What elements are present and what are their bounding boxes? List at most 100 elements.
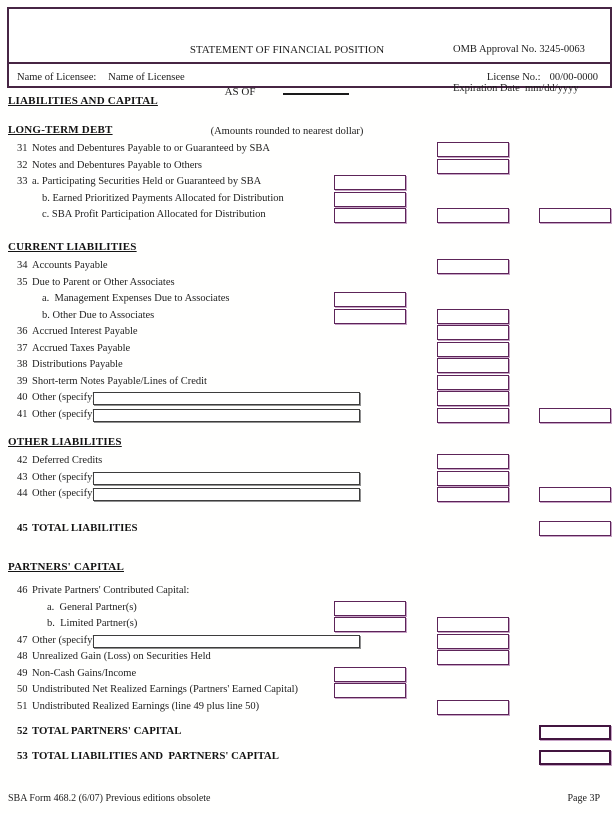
amount-box-col2-line-41[interactable]	[437, 407, 509, 423]
amount-box-col1[interactable]	[334, 191, 406, 207]
line-number: 41	[17, 408, 28, 420]
header-divider	[7, 62, 612, 64]
amount-box-col2-line-34[interactable]	[437, 259, 509, 274]
line-item-label: Due to Parent or Other Associates	[32, 276, 175, 288]
line-item-label: Accrued Taxes Payable	[32, 342, 131, 354]
amount-box-col1-line-33[interactable]	[334, 175, 406, 190]
form-title: STATEMENT OF FINANCIAL POSITION	[189, 44, 385, 56]
other-specify-input[interactable]	[93, 488, 360, 501]
line-item-row-35: 35 Due to Parent or Other Associates	[0, 276, 614, 292]
line-number: 42	[17, 455, 28, 466]
amount-box-col2-line-51[interactable]	[437, 699, 509, 715]
section-heading: LIABILITIES AND CAPITAL	[8, 95, 158, 107]
line-item-label: Other (specify)	[32, 392, 96, 403]
amount-box-col3-line-52[interactable]	[539, 725, 611, 740]
line-number: 39	[17, 375, 28, 387]
amounts-note: (Amounts rounded to nearest dollar)	[210, 126, 364, 137]
line-item-label: TOTAL PARTNERS' CAPITAL	[32, 725, 182, 737]
amount-box-col1[interactable]	[334, 208, 406, 223]
amount-box-col1-line-49[interactable]	[334, 666, 406, 682]
line-item-label: Other (specify)	[32, 488, 96, 499]
amount-box-col1-line-50[interactable]	[334, 683, 406, 698]
amount-box-col2-line-39[interactable]	[437, 374, 509, 390]
name-of-licensee-label: Name of Licensee:	[17, 71, 97, 83]
amount-box-col3-line-41[interactable]	[539, 407, 611, 423]
other-specify-input[interactable]	[93, 471, 360, 485]
expiration-date-text: Expiration Date mm/dd/yyyy	[453, 83, 579, 94]
line-item-label: c. SBA Profit Participation Allocated fo…	[42, 209, 266, 220]
amount-box-col2[interactable]	[437, 308, 509, 324]
amount-box-col2-line-48[interactable]	[437, 650, 509, 665]
line-item-label: b. Other Due to Associates	[42, 309, 155, 321]
line-number: 45	[17, 522, 28, 534]
as-of-line: AS OF	[167, 83, 407, 99]
line-number: 44	[17, 488, 28, 499]
amount-box-col2-line-36[interactable]	[437, 325, 509, 340]
amount-box-col1[interactable]	[334, 617, 406, 632]
page-number: Page 3P	[567, 793, 601, 804]
amount-box-col2-line-44[interactable]	[437, 487, 509, 502]
omb-block: OMB Approval No. 3245-0063 Expiration Da…	[453, 17, 585, 121]
line-item-label: b. Limited Partner(s)	[47, 618, 138, 629]
as-of-label: AS OF	[224, 86, 256, 98]
amount-box-col1[interactable]	[334, 308, 406, 324]
amount-box-col3[interactable]	[539, 208, 611, 223]
amount-box-col2[interactable]	[437, 208, 509, 223]
other-specify-input[interactable]	[93, 634, 360, 648]
line-item-row-44: 44 Other (specify)	[0, 487, 614, 503]
line-item-row: c. SBA Profit Participation Allocated fo…	[0, 208, 614, 224]
line-number: 51	[17, 700, 28, 712]
line-item-label: Short-term Notes Payable/Lines of Credit	[32, 375, 207, 387]
amount-box-col2-line-38[interactable]	[437, 358, 509, 373]
amount-box-col2-line-40[interactable]	[437, 391, 509, 406]
amount-box-col2-line-37[interactable]	[437, 341, 509, 357]
amount-box-col2-line-43[interactable]	[437, 470, 509, 486]
line-item-label: Other (specify)	[32, 471, 96, 483]
line-number: 33	[17, 176, 28, 187]
line-item-label: TOTAL LIABILITIES AND PARTNERS' CAPITAL	[32, 750, 279, 762]
line-number: 43	[17, 471, 28, 483]
amount-box-col3-line-44[interactable]	[539, 487, 611, 502]
name-of-licensee-value[interactable]: Name of Licensee	[108, 71, 185, 83]
line-number: 49	[17, 667, 28, 679]
line-number: 31	[17, 143, 28, 154]
line-number: 35	[17, 276, 28, 288]
form-number-text: SBA Form 468.2 (6/07) Previous editions …	[8, 793, 211, 804]
other-specify-input[interactable]	[93, 392, 360, 405]
line-item-label: Unrealized Gain (Loss) on Securities Hel…	[32, 651, 211, 662]
form-footer: SBA Form 468.2 (6/07) Previous editions …	[0, 793, 614, 804]
line-item-label: Other (specify)	[32, 634, 96, 646]
amount-box-col2[interactable]	[437, 617, 509, 632]
line-item-label: Undistributed Realized Earnings (line 49…	[32, 700, 260, 712]
amount-box-col2-line-31[interactable]	[437, 142, 509, 157]
amount-box-col2-line-32[interactable]	[437, 158, 509, 174]
license-no-value[interactable]: 00/00-0000	[549, 71, 598, 83]
line-item-label: TOTAL LIABILITIES	[32, 522, 138, 534]
line-item-row: b. Earned Prioritized Payments Allocated…	[0, 191, 614, 208]
line-item-label: Other (specify)	[32, 408, 96, 420]
section-heading: CURRENT LIABILITIES	[8, 241, 137, 253]
amount-box-col3-line-53[interactable]	[539, 750, 611, 765]
amount-box-col2-line-47[interactable]	[437, 633, 509, 649]
as-of-blank-line[interactable]	[283, 83, 350, 95]
amount-box-col2-line-42[interactable]	[437, 454, 509, 469]
amount-box-col3-line-45[interactable]	[539, 521, 611, 536]
line-item-label: Notes and Debentures Payable to or Guara…	[32, 143, 270, 154]
line-item-row: a. General Partner(s)	[0, 600, 614, 617]
amount-box-col1[interactable]	[334, 600, 406, 616]
line-number: 50	[17, 684, 28, 695]
amount-box-col1[interactable]	[334, 292, 406, 307]
line-number: 36	[17, 326, 28, 337]
other-specify-input[interactable]	[93, 408, 360, 422]
